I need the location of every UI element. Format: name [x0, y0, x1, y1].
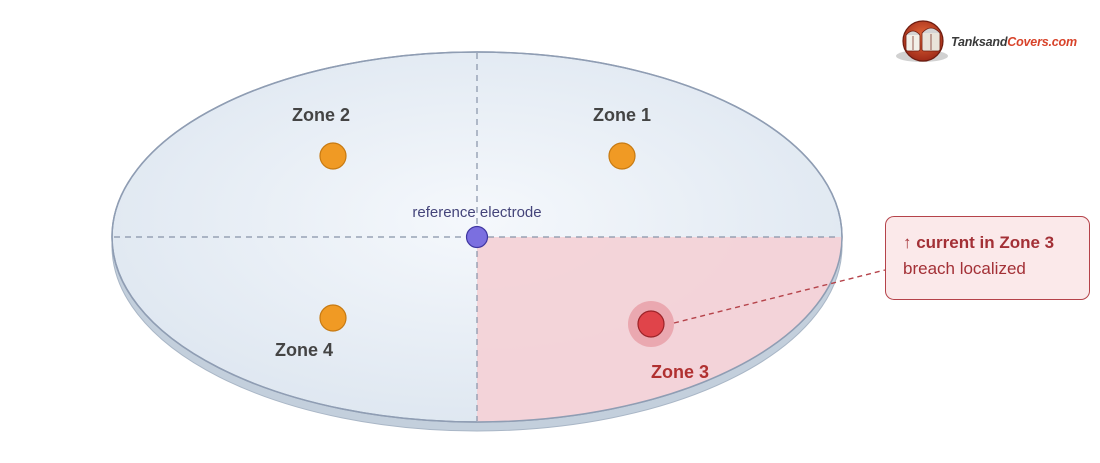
logo-text-part1: Tanksand [951, 35, 1008, 49]
logo-text: TanksandCovers.com [951, 35, 1077, 49]
tank-outline [111, 51, 843, 423]
callout-title: ↑ current in Zone 3 [903, 233, 1055, 252]
zone2-label: Zone 2 [292, 105, 350, 125]
zone3-label: Zone 3 [651, 362, 709, 382]
zone4-label: Zone 4 [275, 340, 333, 360]
zone1-label: Zone 1 [593, 105, 651, 125]
reference-electrode [465, 225, 489, 249]
tanksandcovers-logo: TanksandCovers.com [895, 16, 1087, 68]
reference-electrode-label: reference electrode [412, 204, 541, 221]
logo-text-part2: Covers.com [1007, 35, 1077, 49]
zone4-electrode [319, 304, 347, 332]
zone3-electrode [637, 310, 665, 338]
zone2-electrode [319, 142, 347, 170]
breach-callout: ↑ current in Zone 3 breach localized [885, 216, 1090, 300]
tanksandcovers-logo-emblem [896, 20, 948, 62]
callout-subtitle: breach localized [903, 259, 1026, 278]
zone1-electrode [608, 142, 636, 170]
callout-connector [673, 269, 886, 324]
